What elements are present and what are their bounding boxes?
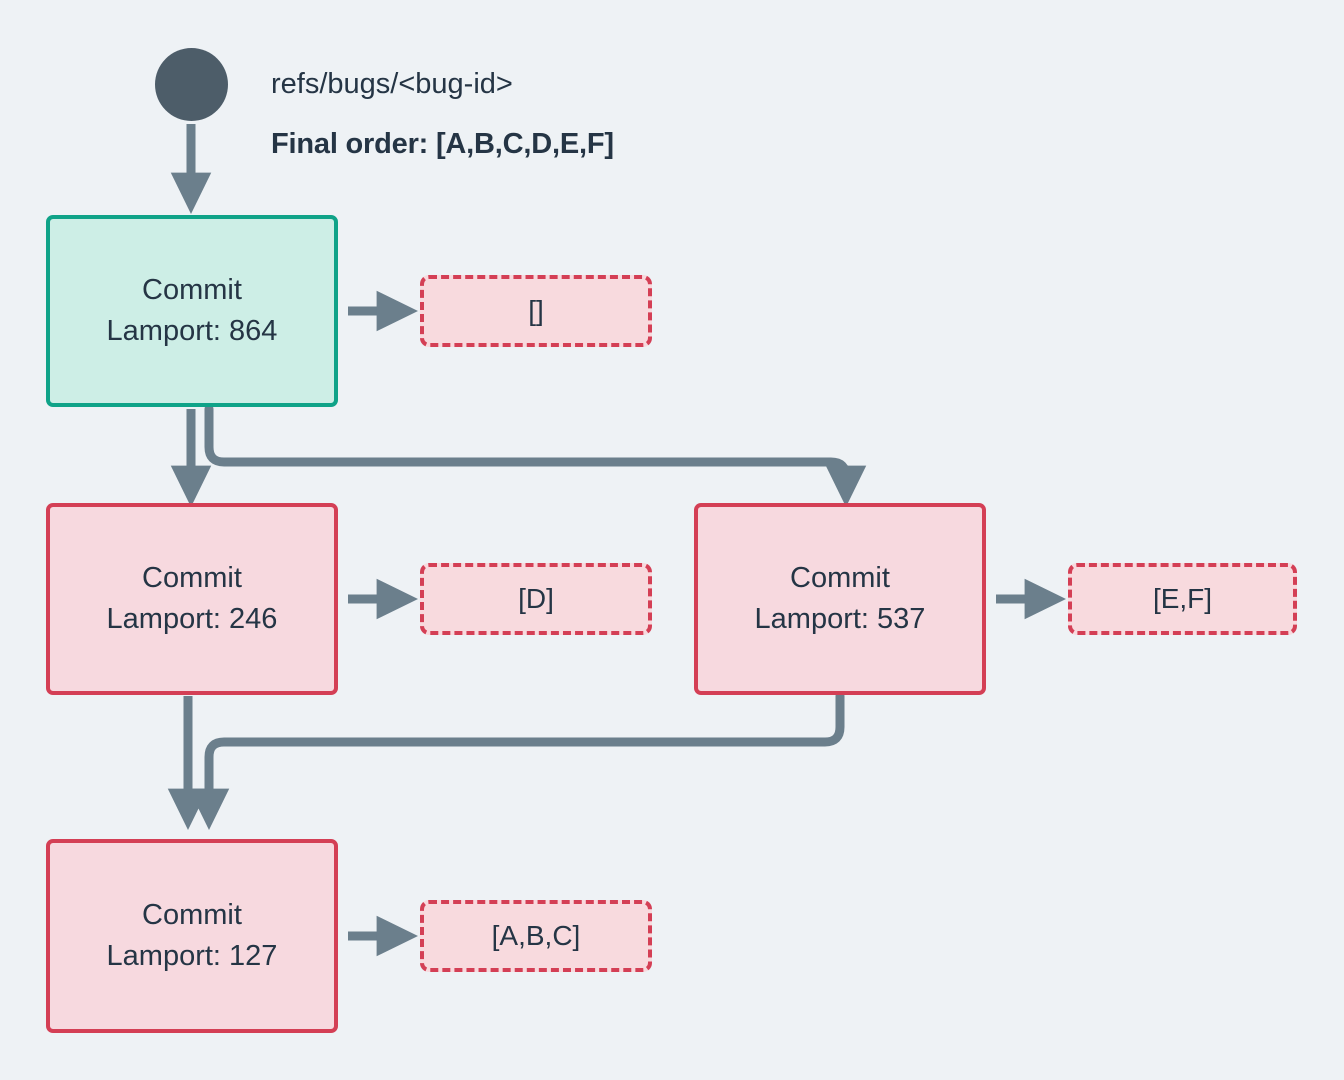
payload-box-537[interactable]: [E,F] (1068, 563, 1297, 635)
commit-node-127-title: Commit (142, 898, 242, 931)
payload-box-246-label: [D] (518, 583, 554, 614)
commit-node-864-title: Commit (142, 273, 242, 306)
payload-box-127-label: [A,B,C] (491, 920, 581, 951)
payload-box-246[interactable]: [D] (420, 563, 652, 635)
commit-node-537-title: Commit (790, 561, 890, 594)
commit-node-127-lamport: Lamport: 127 (106, 940, 278, 972)
commit-node-127[interactable]: Commit Lamport: 127 (46, 839, 338, 1033)
commit-node-246-lamport: Lamport: 246 (106, 603, 278, 635)
commit-node-864-lamport: Lamport: 864 (106, 315, 278, 347)
payload-box-127[interactable]: [A,B,C] (420, 900, 652, 972)
commit-node-537[interactable]: Commit Lamport: 537 (694, 503, 986, 695)
commit-node-537-lamport: Lamport: 537 (754, 603, 926, 635)
ref-path-label: refs/bugs/<bug-id> (271, 68, 513, 100)
commit-node-246[interactable]: Commit Lamport: 246 (46, 503, 338, 695)
commit-node-246-title: Commit (142, 561, 242, 594)
edge-537-to-127 (188, 691, 845, 831)
root-ref-dot (155, 48, 228, 121)
payload-box-head[interactable]: [] (420, 275, 652, 347)
payload-box-head-label: [] (528, 295, 544, 326)
commit-node-864[interactable]: Commit Lamport: 864 (46, 215, 338, 407)
payload-box-537-label: [E,F] (1152, 583, 1213, 614)
final-order-label: Final order: [A,B,C,D,E,F] (271, 128, 614, 160)
edge-head-to-537 (204, 404, 867, 508)
